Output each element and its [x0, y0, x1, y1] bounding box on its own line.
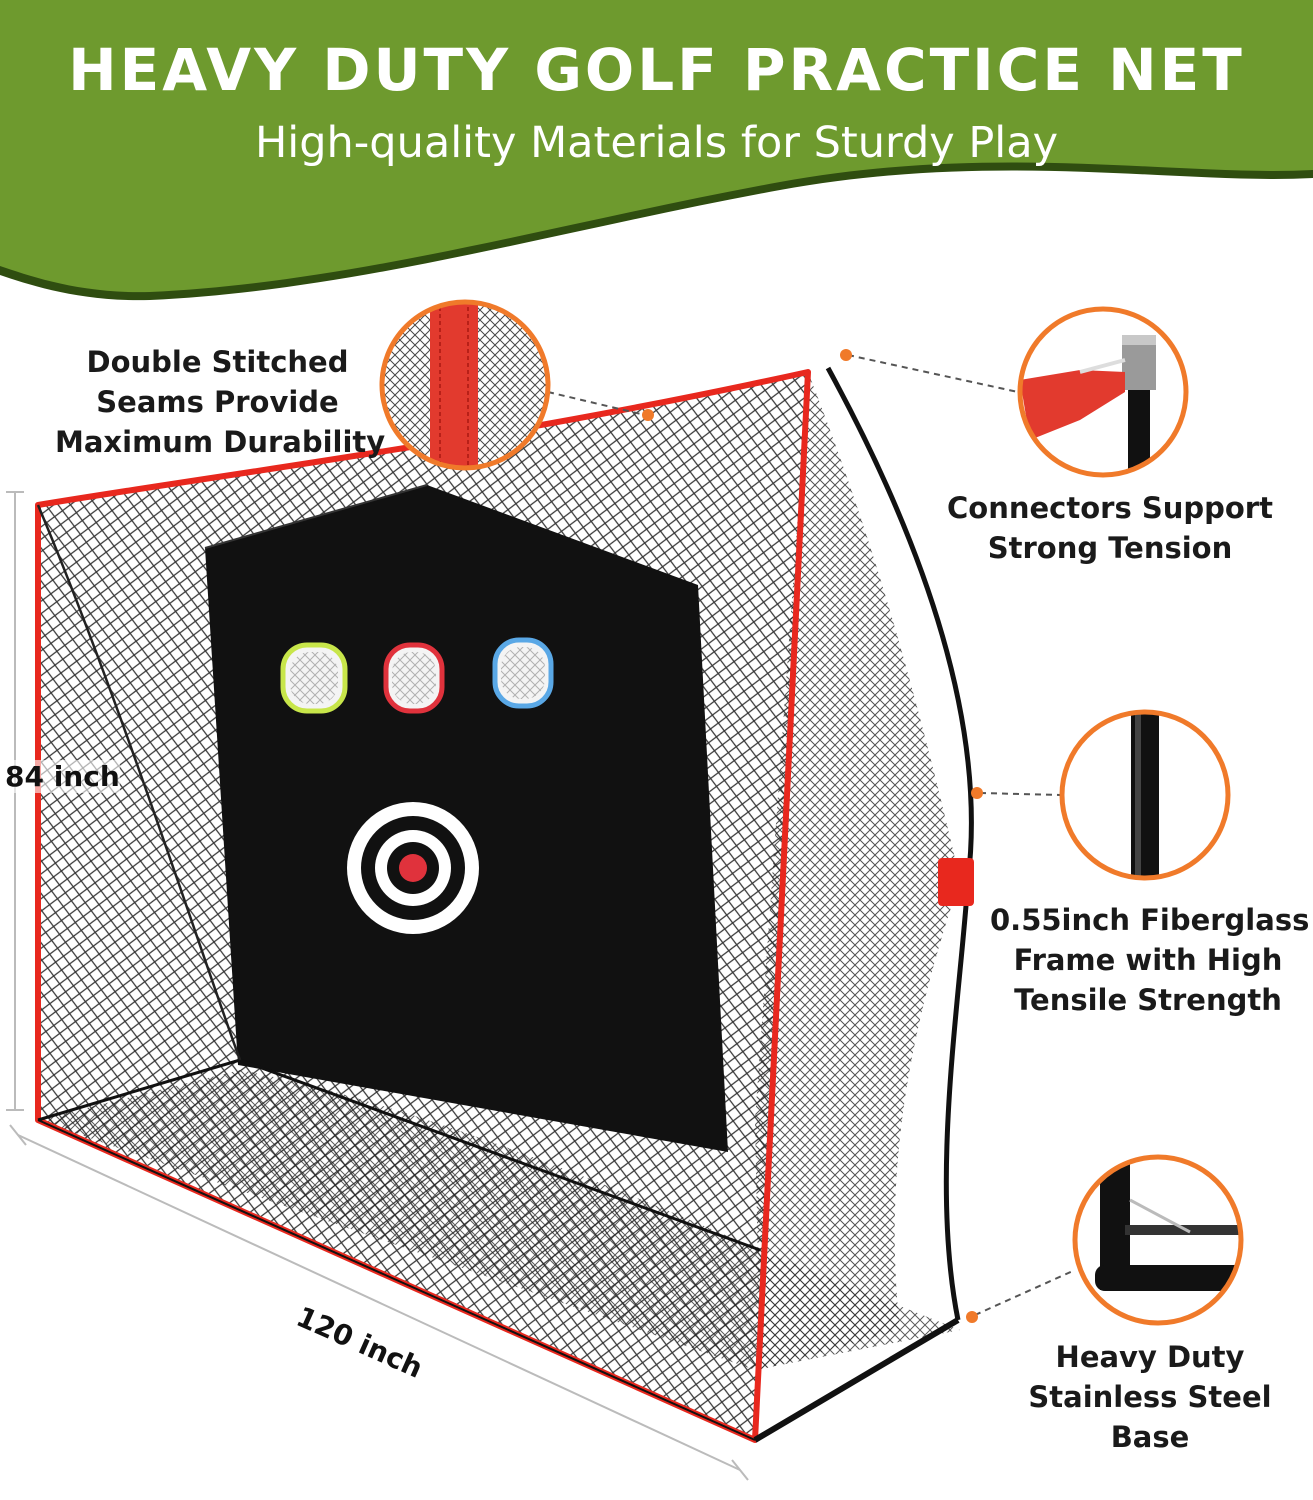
bullseye-icon [347, 802, 479, 934]
feature-base: Heavy Duty Stainless Steel Base [1020, 1337, 1280, 1457]
seam-closeup-icon [379, 299, 551, 471]
feature-seams-line2: Seams Provide [96, 385, 339, 419]
page-subtitle: High-quality Materials for Sturdy Play [254, 118, 1059, 168]
feature-base-line2: Stainless Steel [1028, 1380, 1272, 1414]
feature-seams: Double Stitched Seams Provide Maximum Du… [55, 342, 386, 462]
page-title: HEAVY DUTY GOLF PRACTICE NET [68, 36, 1245, 104]
feature-connectors-line2: Strong Tension [987, 531, 1233, 565]
feature-frame-line1: 0.55inch Fiberglass [990, 903, 1310, 937]
side-net [755, 372, 960, 1370]
red-sleeve [938, 858, 974, 906]
feature-base-line3: Base [1110, 1420, 1190, 1454]
height-dimension-label: 84 inch [5, 760, 120, 793]
fiberglass-pole-closeup-icon [1059, 709, 1231, 881]
width-dimension-line [9, 1124, 749, 1481]
header-banner [0, 0, 1313, 301]
height-dimension-line [6, 491, 24, 1111]
feature-seams-line1: Double Stitched [86, 345, 349, 379]
feature-seams-line3: Maximum Durability [55, 425, 386, 459]
steel-base-closeup-icon [1072, 1154, 1244, 1326]
feature-base-line1: Heavy Duty [1055, 1340, 1245, 1374]
feature-frame: 0.55inch Fiberglass Frame with High Tens… [990, 900, 1310, 1020]
target-hole-icon [280, 637, 554, 714]
connector-closeup-icon [1017, 306, 1189, 478]
feature-frame-line3: Tensile Strength [1014, 983, 1282, 1017]
feature-frame-line2: Frame with High [1013, 943, 1283, 977]
feature-connectors-line1: Connectors Support [947, 491, 1273, 525]
feature-connectors: Connectors Support Strong Tension [945, 488, 1275, 568]
target-sheet [205, 485, 728, 1152]
